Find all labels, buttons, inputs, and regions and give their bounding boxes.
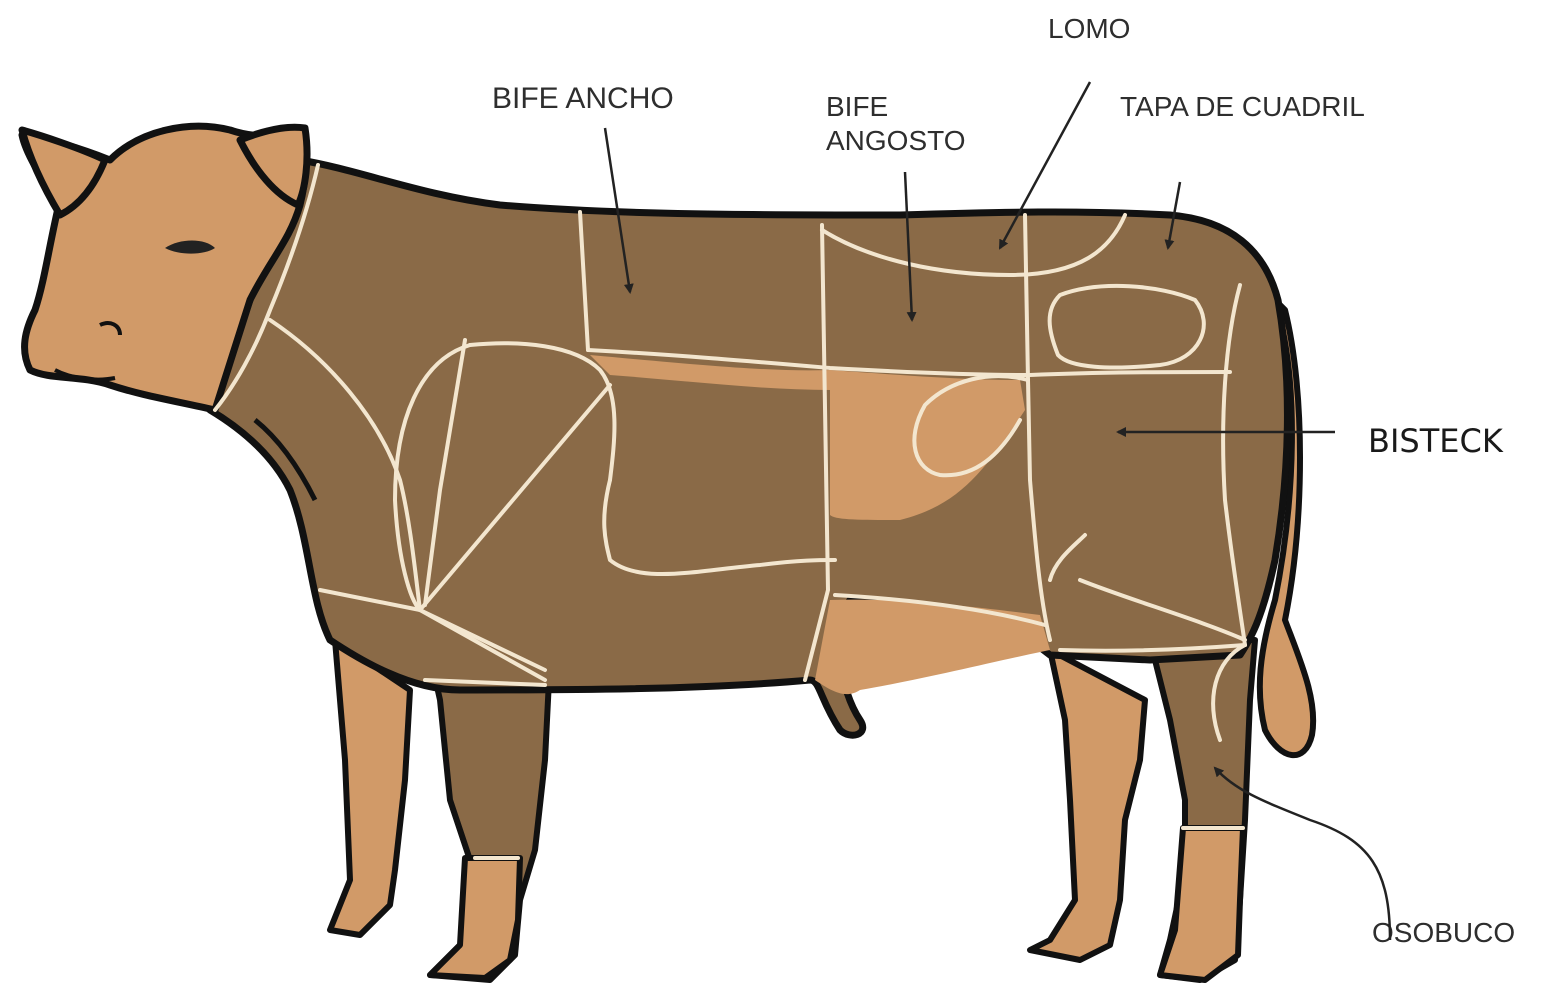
belly-light-cut — [815, 600, 1050, 694]
rear-leg-back — [1030, 650, 1145, 960]
label-bife-ancho: BIFE ANCHO — [492, 82, 674, 115]
front-leg-back — [330, 640, 410, 935]
rear-leg-hoof — [1160, 828, 1243, 980]
label-tapa-de-cuadril: TAPA DE CUADRIL — [1120, 91, 1365, 122]
label-osobuco: OSOBUCO — [1372, 917, 1515, 948]
label-bisteck: BISTECK — [1368, 422, 1504, 460]
front-leg-hoof — [430, 858, 520, 978]
label-lomo: LOMO — [1048, 13, 1130, 44]
label-bife-angosto-line1: BIFE — [826, 91, 888, 122]
label-bife-angosto-line2: ANGOSTO — [826, 125, 966, 156]
